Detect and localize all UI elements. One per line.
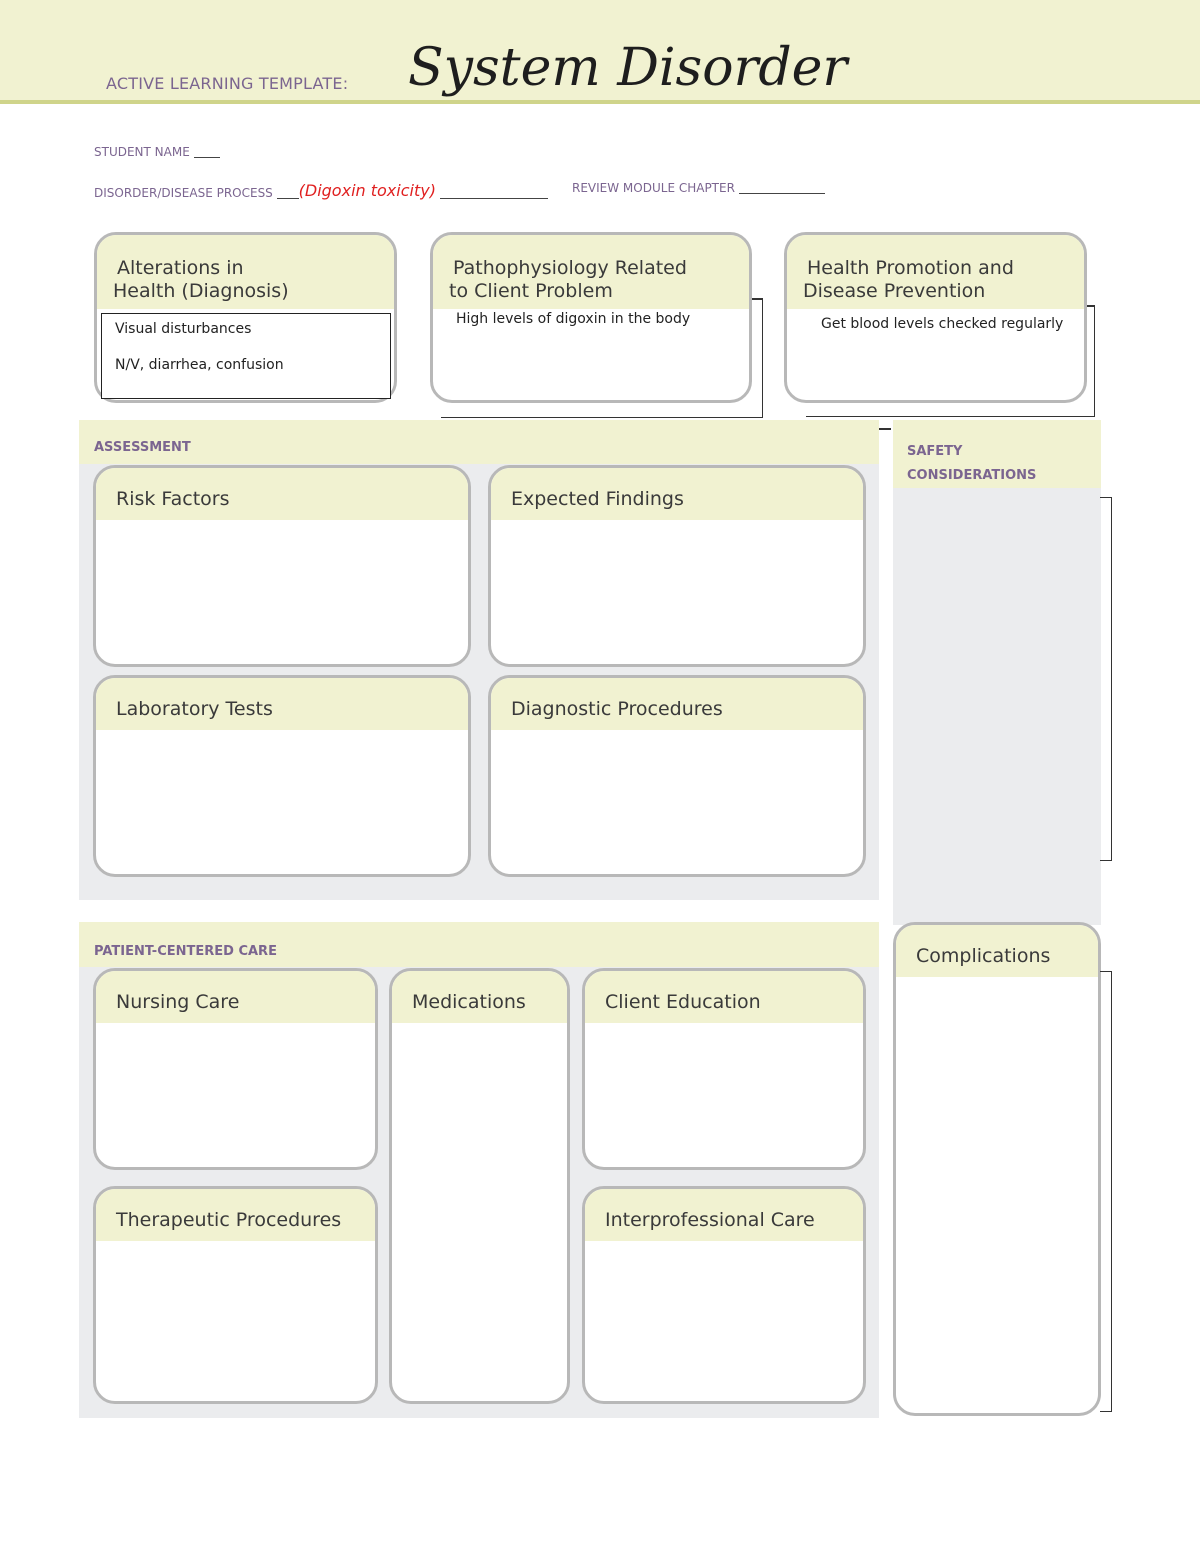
alterations-entry: Visual disturbances: [115, 321, 252, 337]
complications-title: Complications: [896, 925, 1098, 977]
laboratory-tests-box[interactable]: Laboratory Tests: [93, 675, 471, 877]
client-education-box[interactable]: Client Education: [582, 968, 866, 1170]
pathophysiology-box: Pathophysiology Related to Client Proble…: [430, 232, 752, 403]
expected-findings-title: Expected Findings: [491, 468, 863, 520]
disorder-label: DISORDER/DISEASE PROCESS: [94, 186, 273, 200]
pathophysiology-frame: [441, 298, 763, 418]
nursing-care-title: Nursing Care: [96, 971, 375, 1023]
client-education-title: Client Education: [585, 971, 863, 1023]
risk-factors-title: Risk Factors: [96, 468, 468, 520]
pathophysiology-title: Pathophysiology Related to Client Proble…: [433, 235, 749, 309]
risk-factors-box[interactable]: Risk Factors: [93, 465, 471, 667]
review-module-input[interactable]: [738, 181, 825, 194]
health-promotion-entry[interactable]: Get blood levels checked regularly: [821, 316, 1064, 332]
safety-considerations-title: SAFETY CONSIDERATIONS: [907, 444, 1037, 483]
disorder-value[interactable]: (Digoxin toxicity): [298, 181, 436, 200]
interprofessional-care-box[interactable]: Interprofessional Care: [582, 1186, 866, 1404]
template-title: System Disorder: [408, 38, 848, 98]
alterations-in-health-title: Alterations in Health (Diagnosis): [97, 235, 394, 309]
alterations-entry-area[interactable]: Visual disturbances N/V, diarrhea, confu…: [101, 313, 391, 399]
therapeutic-procedures-title: Therapeutic Procedures: [96, 1189, 375, 1241]
therapeutic-procedures-box[interactable]: Therapeutic Procedures: [93, 1186, 378, 1404]
diagnostic-procedures-box[interactable]: Diagnostic Procedures: [488, 675, 866, 877]
complications-bracket: [1100, 971, 1112, 1412]
pathophysiology-entry[interactable]: High levels of digoxin in the body: [456, 311, 691, 327]
interprofessional-care-title: Interprofessional Care: [585, 1189, 863, 1241]
student-name-label: STUDENT NAME: [94, 145, 190, 159]
health-promotion-box: Health Promotion and Disease Prevention …: [784, 232, 1087, 403]
patient-centered-care-title: PATIENT-CENTERED CARE: [94, 944, 277, 959]
safety-considerations-panel[interactable]: SAFETY CONSIDERATIONS: [893, 420, 1101, 925]
header-rule: [0, 100, 1200, 104]
template-label: ACTIVE LEARNING TEMPLATE:: [106, 74, 349, 93]
review-module-field: REVIEW MODULE CHAPTER: [572, 181, 825, 195]
student-name-input[interactable]: [193, 145, 220, 158]
health-promotion-frame: [806, 305, 1095, 417]
nursing-care-box[interactable]: Nursing Care: [93, 968, 378, 1170]
review-module-label: REVIEW MODULE CHAPTER: [572, 181, 735, 195]
header-bar: [0, 0, 1200, 102]
medications-box[interactable]: Medications: [389, 968, 570, 1404]
health-promotion-title: Health Promotion and Disease Prevention: [787, 235, 1084, 309]
medications-title: Medications: [392, 971, 567, 1023]
assessment-title: ASSESSMENT: [94, 440, 191, 455]
laboratory-tests-title: Laboratory Tests: [96, 678, 468, 730]
diagnostic-procedures-title: Diagnostic Procedures: [491, 678, 863, 730]
student-name-field: STUDENT NAME: [94, 145, 220, 159]
alterations-entry: N/V, diarrhea, confusion: [115, 357, 284, 373]
expected-findings-box[interactable]: Expected Findings: [488, 465, 866, 667]
disorder-field: DISORDER/DISEASE PROCESS (Digoxin toxici…: [94, 181, 548, 200]
safety-considerations-bracket: [1100, 497, 1112, 861]
complications-box[interactable]: Complications: [893, 922, 1101, 1416]
